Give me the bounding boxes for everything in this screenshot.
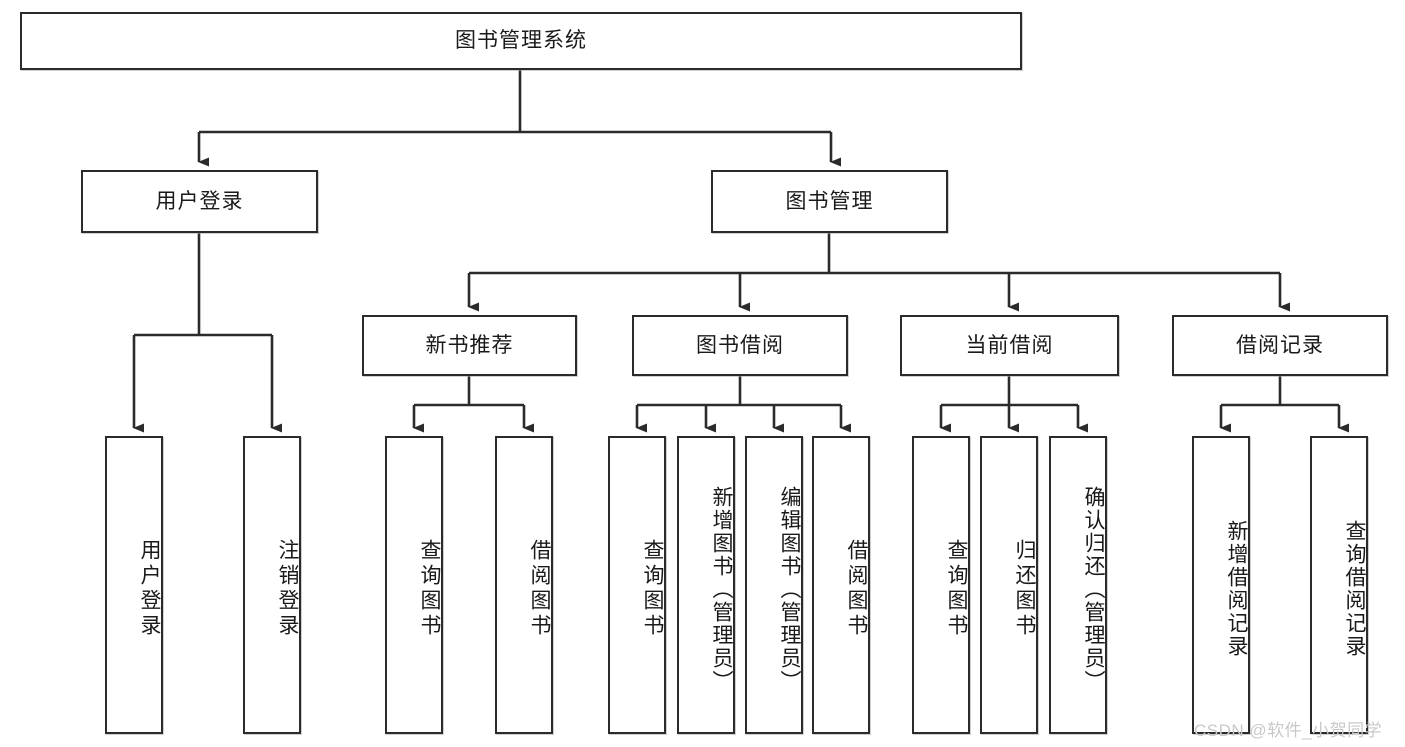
- leaf-book-borrow-borrow[interactable]: 借阅图书: [812, 436, 870, 734]
- node-label: 用户登录: [138, 539, 161, 639]
- leaf-new-book-borrow[interactable]: 借阅图书: [495, 436, 553, 734]
- leaf-user-login-signin[interactable]: 用户登录: [105, 436, 163, 734]
- node-user-login[interactable]: 用户登录: [81, 170, 318, 233]
- node-label: 借阅记录: [1236, 333, 1324, 357]
- leaf-borrow-record-add[interactable]: 新增借阅记录: [1192, 436, 1250, 734]
- leaf-book-borrow-query[interactable]: 查询图书: [608, 436, 666, 734]
- leaf-book-borrow-add[interactable]: 新增图书（管理员）: [677, 436, 735, 734]
- node-book-borrow[interactable]: 图书借阅: [632, 315, 848, 376]
- leaf-current-borrow-query[interactable]: 查询图书: [912, 436, 970, 734]
- node-label: 新书推荐: [425, 333, 514, 357]
- node-label: 图书管理系统: [455, 29, 587, 53]
- leaf-current-borrow-confirm-return[interactable]: 确认归还（管理员）: [1049, 436, 1107, 734]
- node-borrow-record[interactable]: 借阅记录: [1172, 315, 1388, 376]
- node-label: 查询图书: [641, 539, 664, 639]
- leaf-book-borrow-edit[interactable]: 编辑图书（管理员）: [745, 436, 803, 734]
- node-label: 用户登录: [155, 189, 244, 213]
- node-label: 借阅图书: [528, 539, 551, 639]
- leaf-current-borrow-return[interactable]: 归还图书: [980, 436, 1038, 734]
- csdn-watermark: CSDN @软件_小贺同学: [1194, 721, 1383, 740]
- node-label: 查询图书: [418, 539, 441, 639]
- leaf-borrow-record-query[interactable]: 查询借阅记录: [1310, 436, 1368, 734]
- node-root-system[interactable]: 图书管理系统: [20, 12, 1022, 70]
- node-book-management[interactable]: 图书管理: [711, 170, 948, 233]
- node-label: 新增借阅记录: [1225, 520, 1248, 658]
- node-label: 注销登录: [276, 539, 299, 639]
- leaf-new-book-query[interactable]: 查询图书: [385, 436, 443, 734]
- node-label: 新增图书（管理员）: [710, 485, 733, 693]
- node-label: 查询借阅记录: [1343, 520, 1366, 658]
- node-label: 借阅图书: [845, 539, 868, 639]
- node-label: 编辑图书（管理员）: [778, 485, 801, 693]
- node-label: 图书管理: [785, 189, 874, 213]
- node-label: 当前借阅: [965, 333, 1054, 357]
- node-label: 归还图书: [1013, 539, 1036, 639]
- node-label: 图书借阅: [696, 333, 784, 357]
- node-label: 确认归还（管理员）: [1082, 485, 1105, 693]
- node-label: 查询图书: [945, 539, 968, 639]
- node-new-book-recommend[interactable]: 新书推荐: [362, 315, 577, 376]
- leaf-user-login-signout[interactable]: 注销登录: [243, 436, 301, 734]
- node-current-borrow[interactable]: 当前借阅: [900, 315, 1119, 376]
